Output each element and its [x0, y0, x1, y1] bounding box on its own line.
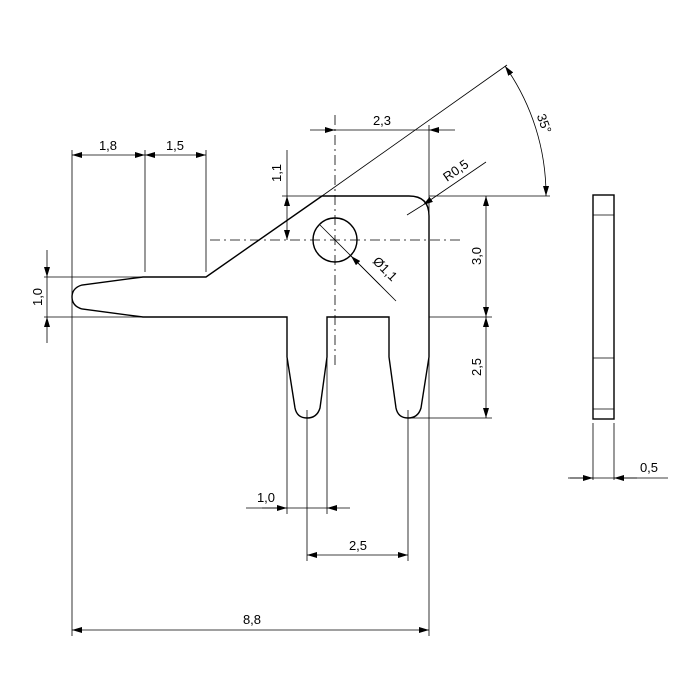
dim-prong-width: 1,0	[257, 490, 275, 505]
extension-lines	[44, 64, 550, 636]
dim-finger-width: 1,0	[30, 288, 45, 306]
angle-arc	[504, 65, 550, 197]
dim-corner-radius: R0,5	[440, 156, 471, 184]
dim-prong-pitch: 2,5	[349, 538, 367, 553]
dim-hole-offset-y: 1,1	[269, 164, 284, 182]
part-outline	[71, 195, 430, 419]
dim-thickness: 0,5	[640, 460, 658, 475]
dim-hole-offset-x: 2,3	[373, 113, 391, 128]
dim-prong-length: 2,5	[469, 358, 484, 376]
dim-angle: 35°	[534, 112, 555, 136]
dim-body-height: 3,0	[469, 247, 484, 265]
dim-finger-length: 1,8	[99, 138, 117, 153]
dim-shoulder-length: 1,5	[166, 138, 184, 153]
side-view	[568, 194, 668, 481]
dim-overall-width: 8,8	[243, 612, 261, 627]
radius-leader	[422, 161, 487, 206]
